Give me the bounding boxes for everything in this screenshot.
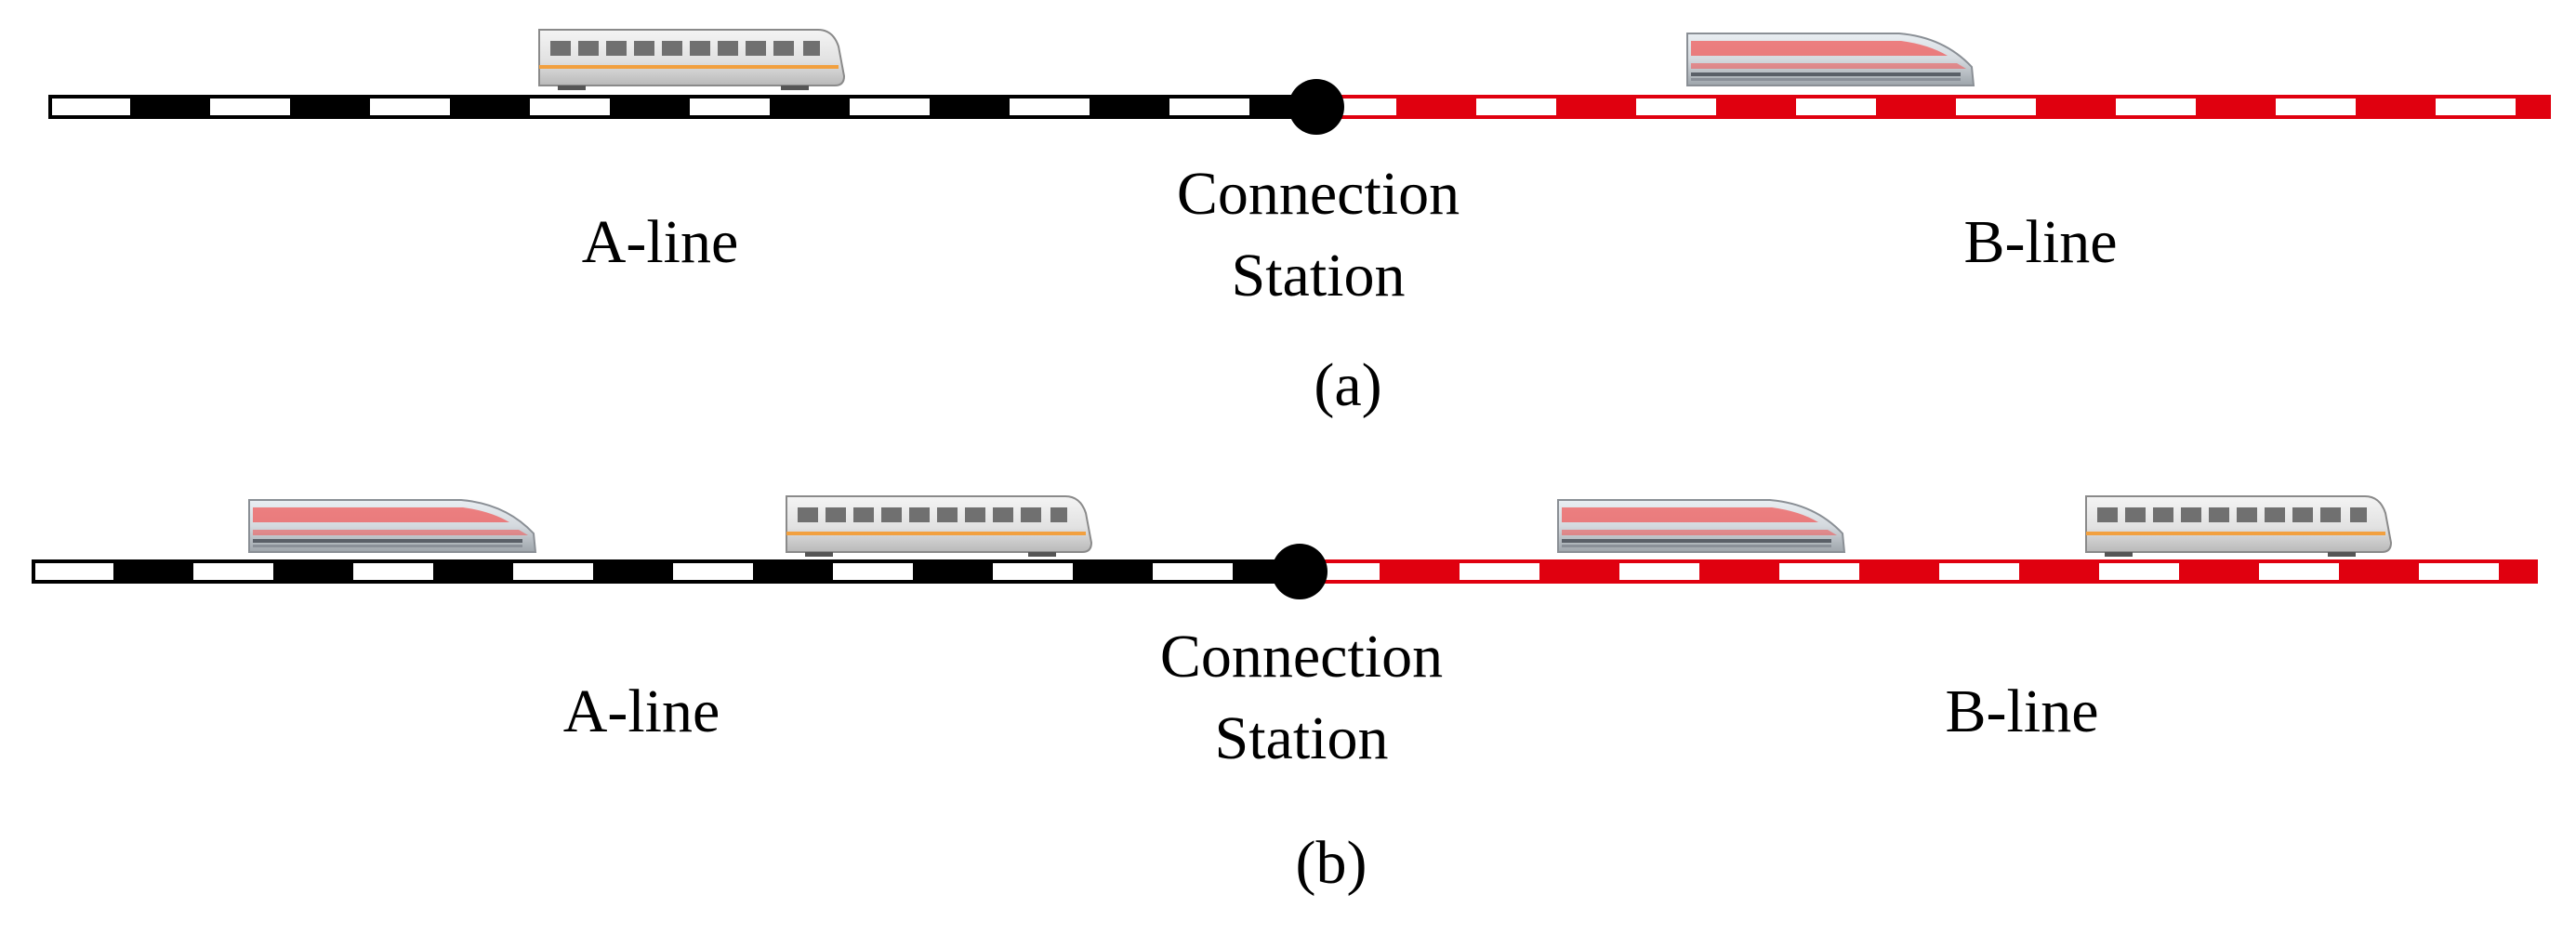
track-segment [1380, 561, 1460, 582]
b-line-track [1314, 95, 2551, 119]
track-segment [770, 97, 850, 117]
a-line-track [48, 95, 1318, 119]
a-line-label: A-line [582, 208, 739, 276]
metro-train-icon [786, 495, 1093, 557]
b-line-label: B-line [1946, 677, 2099, 745]
track-segment [1556, 97, 1636, 117]
metro-train-icon [2085, 495, 2393, 557]
panel-a: A-line Connection Station B-line (a) [48, 29, 2551, 419]
b-line-label: B-line [1964, 208, 2118, 276]
panel-caption: (b) [1296, 829, 1367, 897]
connection-station-node [1272, 544, 1328, 599]
metro-train-icon [538, 29, 846, 90]
connection-station-label-line1: Connection [1177, 160, 1460, 228]
panel-b: A-line Connection Station B-line (b) [32, 495, 2538, 897]
track-segment [2036, 97, 2116, 117]
high-speed-train-icon [248, 499, 537, 553]
track-segment [1396, 97, 1476, 117]
track-segment [1876, 97, 1956, 117]
track-segment [930, 97, 1010, 117]
connection-station-label-line2: Station [1231, 242, 1405, 309]
track-segment [433, 561, 513, 582]
track-segment [2179, 561, 2259, 582]
high-speed-train-icon [1557, 499, 1846, 553]
b-line-track [1298, 559, 2538, 584]
connection-station-label-line2: Station [1214, 704, 1388, 772]
track-segment [1716, 97, 1796, 117]
track-segment [610, 97, 690, 117]
track-segment [2499, 561, 2536, 582]
track-segment [1859, 561, 1939, 582]
connection-station-node [1288, 79, 1344, 135]
track-segment [130, 97, 210, 117]
track-segment [2339, 561, 2419, 582]
connection-station-label-line1: Connection [1160, 623, 1443, 691]
track-segment [1539, 561, 1619, 582]
track-segment [2516, 97, 2549, 117]
panel-caption: (a) [1314, 351, 1381, 419]
a-line-label: A-line [563, 677, 720, 745]
high-speed-train-icon [1686, 33, 1975, 86]
track-segment [273, 561, 353, 582]
track-segment [2019, 561, 2099, 582]
track-segment [2356, 97, 2436, 117]
track-segment [290, 97, 370, 117]
track-segment [450, 97, 530, 117]
track-segment [113, 561, 193, 582]
track-segment [913, 561, 993, 582]
track-segment [1699, 561, 1779, 582]
track-segment [753, 561, 833, 582]
track-segment [2196, 97, 2276, 117]
track-segment [593, 561, 673, 582]
track-segment [1073, 561, 1153, 582]
a-line-track [32, 559, 1301, 584]
track-segment [1090, 97, 1169, 117]
